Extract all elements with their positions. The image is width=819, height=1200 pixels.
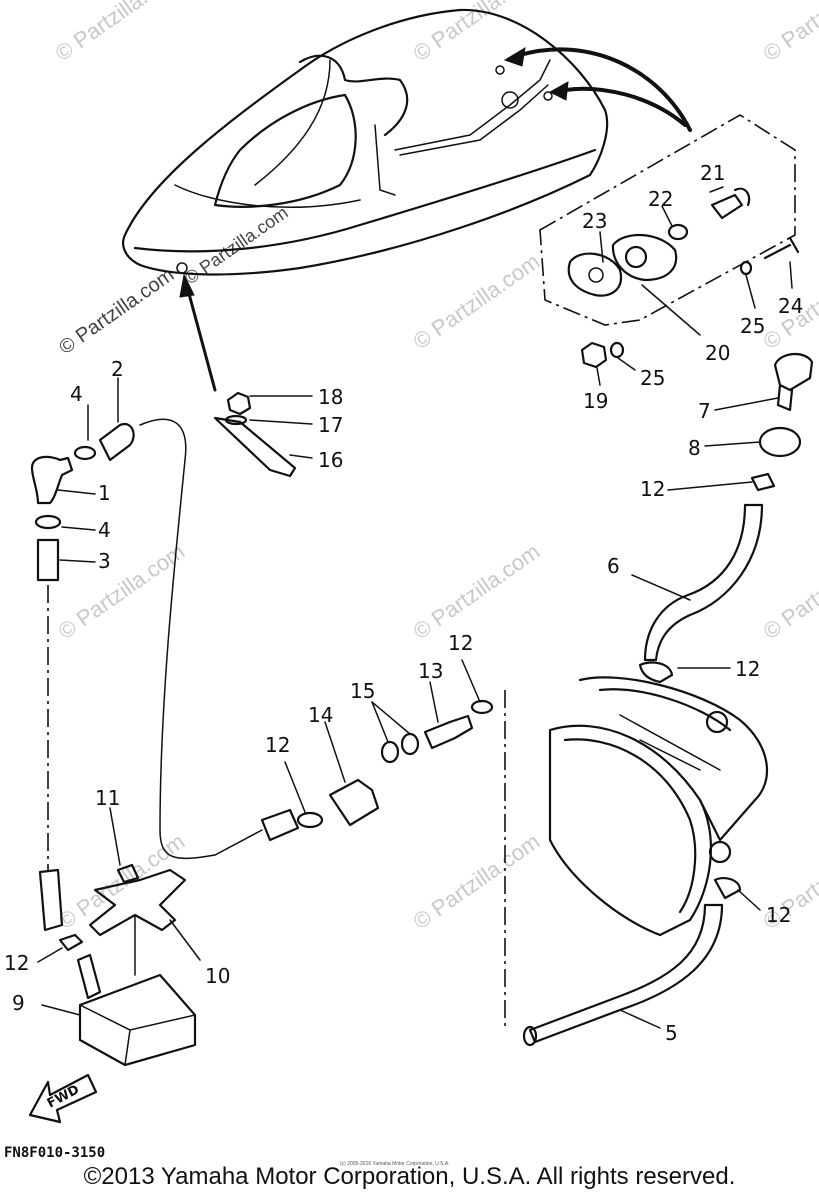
clamp-12c: [296, 811, 324, 829]
clamp-4a: [73, 445, 97, 461]
copyright-notice: ©2013 Yamaha Motor Corporation, U.S.A. A…: [83, 1163, 736, 1190]
clamp-4b: [34, 514, 62, 530]
clamp-12-upper: [750, 472, 776, 492]
watermark: © Partzilla.com: [409, 539, 545, 645]
hose-2: [98, 422, 135, 462]
watercraft-hull: [122, 8, 609, 276]
fitting-chain: [296, 690, 506, 1030]
watermark: © Partzilla.com: [55, 264, 178, 359]
callout-6: 6: [607, 554, 620, 578]
callout-19: 19: [583, 389, 608, 413]
callout-18: 18: [318, 385, 343, 409]
drain-plug-21: [710, 193, 744, 220]
watermark: © Partzilla.com: [409, 829, 545, 935]
small-copyright: (c) 2005-2016 Yamaha Motor Corporation, …: [340, 1161, 450, 1167]
callouts: 1 2 3 4 4 5 6 7 8 9 10 11 12 12 12 12 12…: [4, 161, 803, 1045]
diagram-code: FN8F010-3150: [4, 1145, 106, 1161]
watermark: © Partzilla.com: [759, 0, 819, 66]
water-box-9: [78, 973, 197, 1067]
nut-18: [226, 391, 252, 416]
clamp-12d: [638, 661, 674, 684]
callout-9: 9: [12, 991, 25, 1015]
gasket-23: [567, 252, 623, 297]
water-box-assembly: [76, 863, 197, 1067]
callout-1: 1: [98, 481, 111, 505]
lower-hose: [522, 903, 724, 1047]
jet-pump-housing: [548, 676, 769, 937]
callout-15: 15: [350, 679, 375, 703]
bracket-10: [88, 868, 187, 937]
callout-5: 5: [665, 1021, 678, 1045]
clamp-12b: [470, 699, 494, 715]
washer-15b: [400, 732, 420, 756]
callout-12: 12: [4, 951, 29, 975]
callout-4: 4: [98, 518, 111, 542]
nut-8: [758, 426, 802, 458]
callout-10: 10: [205, 964, 230, 988]
elbow-1: [30, 455, 74, 505]
bolt-24: [763, 236, 800, 260]
callout-4: 4: [70, 382, 83, 406]
callout-25: 25: [740, 314, 765, 338]
callout-12: 12: [448, 631, 473, 655]
upper-hose-assembly: [638, 353, 814, 684]
callout-7: 7: [698, 399, 711, 423]
left-hose-assembly: [30, 422, 135, 952]
nut-19: [580, 341, 608, 369]
watermark: © Partzilla.com: [759, 539, 819, 645]
callout-12: 12: [640, 477, 665, 501]
pointer-arrows: [179, 47, 692, 392]
washer-25: [739, 260, 753, 276]
watermarks: © Partzilla.com © Partzilla.com © Partzi…: [51, 0, 819, 934]
o-ring-22: [667, 223, 689, 241]
fitting-13: [423, 714, 474, 750]
callout-20: 20: [705, 341, 730, 365]
screw-11: [116, 863, 140, 884]
callout-12: 12: [265, 733, 290, 757]
watermark: © Partzilla.com: [54, 829, 190, 935]
clamp-12-left: [58, 933, 84, 952]
fwd-arrow: FWD: [28, 1073, 98, 1124]
callout-22: 22: [648, 187, 673, 211]
detail-box: [539, 114, 800, 369]
callout-17: 17: [318, 413, 343, 437]
hose-5: [528, 903, 724, 1044]
long-hose: [139, 418, 300, 860]
callout-24: 24: [778, 294, 803, 318]
callout-8: 8: [688, 436, 701, 460]
plate-16: [213, 416, 297, 478]
leader-lines: [37, 186, 793, 1029]
callout-16: 16: [318, 448, 343, 472]
hose-3: [36, 538, 60, 582]
bracket-assembly: [213, 391, 297, 478]
callout-23: 23: [582, 209, 607, 233]
hose-6: [643, 503, 764, 662]
washer-25b: [609, 341, 625, 359]
callout-3: 3: [98, 549, 111, 573]
callout-14: 14: [308, 703, 333, 727]
callout-13: 13: [418, 659, 443, 683]
callout-12: 12: [735, 657, 760, 681]
fitting-7: [773, 353, 814, 392]
callout-12: 12: [766, 903, 791, 927]
watermark: © Partzilla.com: [51, 0, 187, 66]
callout-11: 11: [95, 786, 120, 810]
callout-25: 25: [640, 366, 665, 390]
housing-20: [611, 233, 678, 282]
callout-2: 2: [111, 357, 124, 381]
washer-15a: [380, 740, 400, 764]
fitting-14: [328, 778, 380, 827]
watermark: © Partzilla.com: [409, 249, 545, 355]
callout-21: 21: [700, 161, 725, 185]
